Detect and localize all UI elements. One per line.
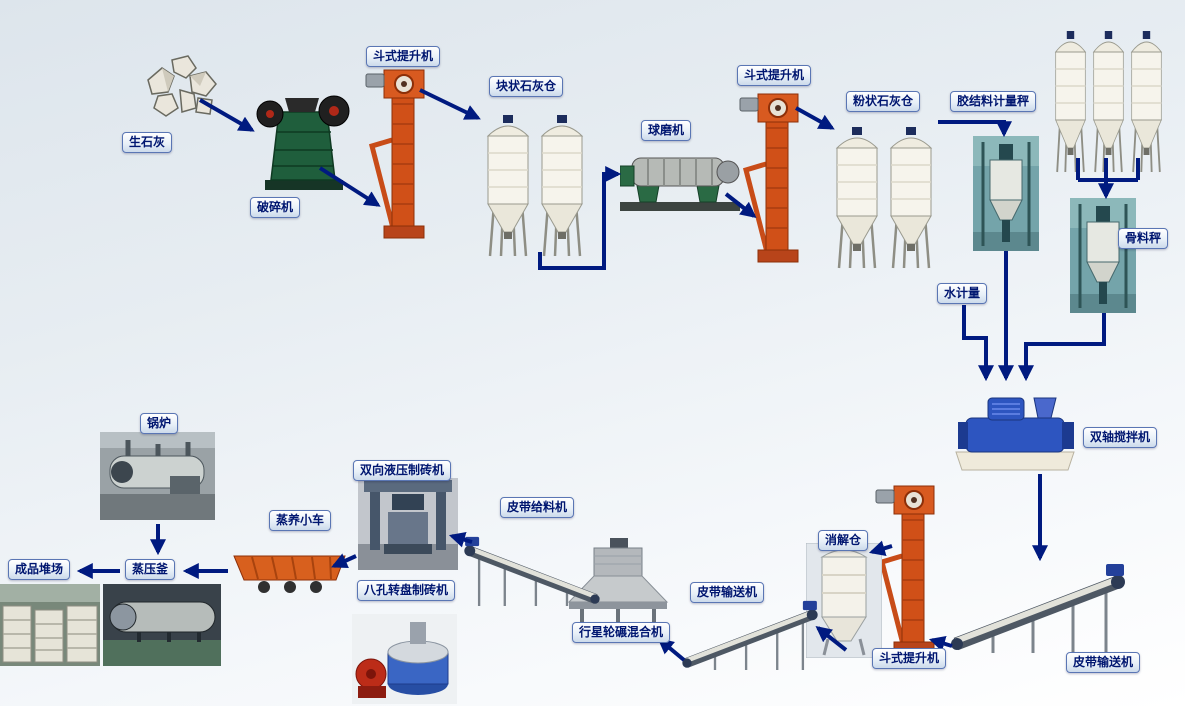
label-product-yard: 成品堆场 [8, 559, 71, 581]
crusher-image [255, 84, 350, 196]
label-belt-conveyor-mid: 皮带输送机 [690, 582, 765, 604]
label-water-meter: 水计量 [937, 283, 988, 305]
label-binder-scale: 胶结料计量秤 [950, 91, 1037, 113]
label-autoclave: 蒸压釜 [125, 559, 176, 581]
rotary-brick-press-image [352, 614, 457, 704]
label-ball-mill: 球磨机 [641, 120, 692, 142]
label-bucket-elevator-3: 斗式提升机 [872, 648, 947, 670]
label-bucket-elevator-2: 斗式提升机 [737, 65, 812, 87]
steam-cart-image [232, 548, 347, 600]
hydraulic-brick-press-image [358, 478, 458, 570]
storage-silos-image [1052, 24, 1165, 174]
label-quicklime: 生石灰 [122, 132, 173, 154]
boiler-image [100, 432, 215, 520]
binder-scale-image [973, 136, 1039, 251]
label-rotary-brick-press: 八孔转盘制砖机 [357, 580, 456, 602]
label-powder-lime-silo: 粉状石灰仓 [846, 91, 921, 113]
label-belt-conveyor-right: 皮带输送机 [1066, 652, 1141, 674]
autoclave-image [103, 584, 221, 666]
belt-feeder-image [462, 522, 602, 617]
product-yard-image [0, 584, 100, 666]
label-planetary-mixer: 行星轮碾混合机 [572, 622, 671, 644]
bucket-elevator-1-image [358, 62, 438, 242]
ball-mill-image [620, 138, 740, 213]
label-block-lime-silo: 块状石灰仓 [489, 76, 564, 98]
quicklime-rocks-image [138, 50, 223, 120]
label-aggregate-scale: 骨料秤 [1118, 228, 1169, 250]
label-digestion-silo: 消解仓 [818, 530, 869, 552]
belt-conveyor-right-image [948, 556, 1128, 656]
label-boiler: 锅炉 [140, 413, 179, 435]
aggregate-scale-image [1070, 198, 1136, 313]
powder-lime-silo-image [832, 120, 936, 270]
label-hydraulic-brick-press: 双向液压制砖机 [353, 460, 452, 482]
twin-shaft-mixer-image [950, 384, 1080, 474]
label-bucket-elevator-1: 斗式提升机 [366, 46, 441, 68]
label-crusher: 破碎机 [250, 197, 301, 219]
bucket-elevator-2-image [732, 86, 812, 266]
block-lime-silo-image [483, 108, 587, 258]
label-twin-shaft-mixer: 双轴搅拌机 [1083, 427, 1158, 449]
label-belt-feeder: 皮带给料机 [500, 497, 575, 519]
label-steam-cart: 蒸养小车 [269, 510, 332, 532]
